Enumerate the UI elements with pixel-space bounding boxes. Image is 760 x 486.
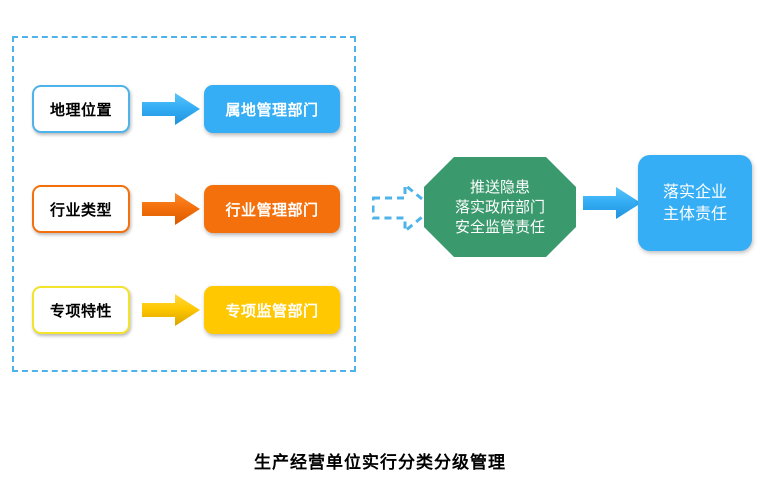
department-label: 属地管理部门 bbox=[225, 100, 319, 119]
dashed-right-arrow-icon bbox=[372, 182, 434, 234]
criteria-label: 地理位置 bbox=[49, 100, 112, 119]
department-label: 专项监管部门 bbox=[225, 301, 319, 320]
diagram-caption: 生产经营单位实行分类分级管理 bbox=[254, 453, 506, 473]
right-arrow-icon-row3 bbox=[142, 293, 200, 327]
right-arrow-icon-final bbox=[583, 186, 641, 220]
process-line-2: 落实政府部门 bbox=[454, 197, 545, 216]
criteria-box-special-feature[interactable]: 专项特性 bbox=[32, 286, 130, 334]
classification-group-box bbox=[12, 36, 356, 372]
process-line-1: 推送隐患 bbox=[469, 177, 530, 196]
process-line-3: 安全监管责任 bbox=[454, 218, 545, 237]
outcome-box-enterprise-responsibility[interactable]: 落实企业 主体责任 bbox=[638, 155, 752, 251]
department-box-territorial[interactable]: 属地管理部门 bbox=[204, 85, 340, 133]
department-label: 行业管理部门 bbox=[225, 200, 319, 219]
process-octagon-push-hazard[interactable]: 推送隐患 落实政府部门 安全监管责任 bbox=[424, 157, 576, 257]
outcome-line-2: 主体责任 bbox=[662, 204, 727, 223]
department-box-special-regulator[interactable]: 专项监管部门 bbox=[204, 286, 340, 334]
right-arrow-icon-row2 bbox=[142, 192, 200, 226]
criteria-box-industry[interactable]: 行业类型 bbox=[32, 185, 130, 233]
outcome-line-1: 落实企业 bbox=[662, 182, 727, 202]
criteria-box-geography[interactable]: 地理位置 bbox=[32, 85, 130, 133]
criteria-label: 专项特性 bbox=[49, 301, 112, 320]
right-arrow-icon-row1 bbox=[142, 92, 200, 126]
department-box-industry-regulator[interactable]: 行业管理部门 bbox=[204, 185, 340, 233]
criteria-label: 行业类型 bbox=[49, 200, 112, 219]
